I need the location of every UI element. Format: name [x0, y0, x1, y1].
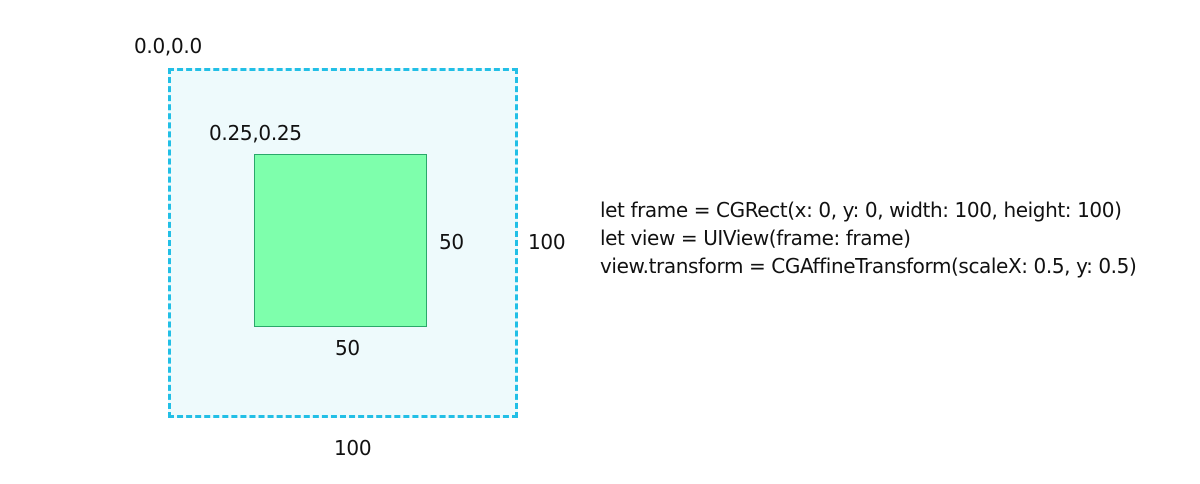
code-line-frame: let frame = CGRect(x: 0, y: 0, width: 10…: [600, 198, 1122, 222]
outer-height-label: 100: [528, 230, 566, 254]
code-snippet: let frame = CGRect(x: 0, y: 0, width: 10…: [600, 196, 1137, 280]
scaled-view-rect: [254, 154, 427, 327]
code-line-view: let view = UIView(frame: frame): [600, 226, 911, 250]
inner-origin-label: 0.25,0.25: [209, 121, 302, 145]
outer-origin-label: 0.0,0.0: [134, 34, 202, 58]
inner-height-label: 50: [439, 230, 464, 254]
outer-width-label: 100: [334, 436, 372, 460]
inner-width-label: 50: [335, 336, 360, 360]
code-line-transform: view.transform = CGAffineTransform(scale…: [600, 254, 1137, 278]
